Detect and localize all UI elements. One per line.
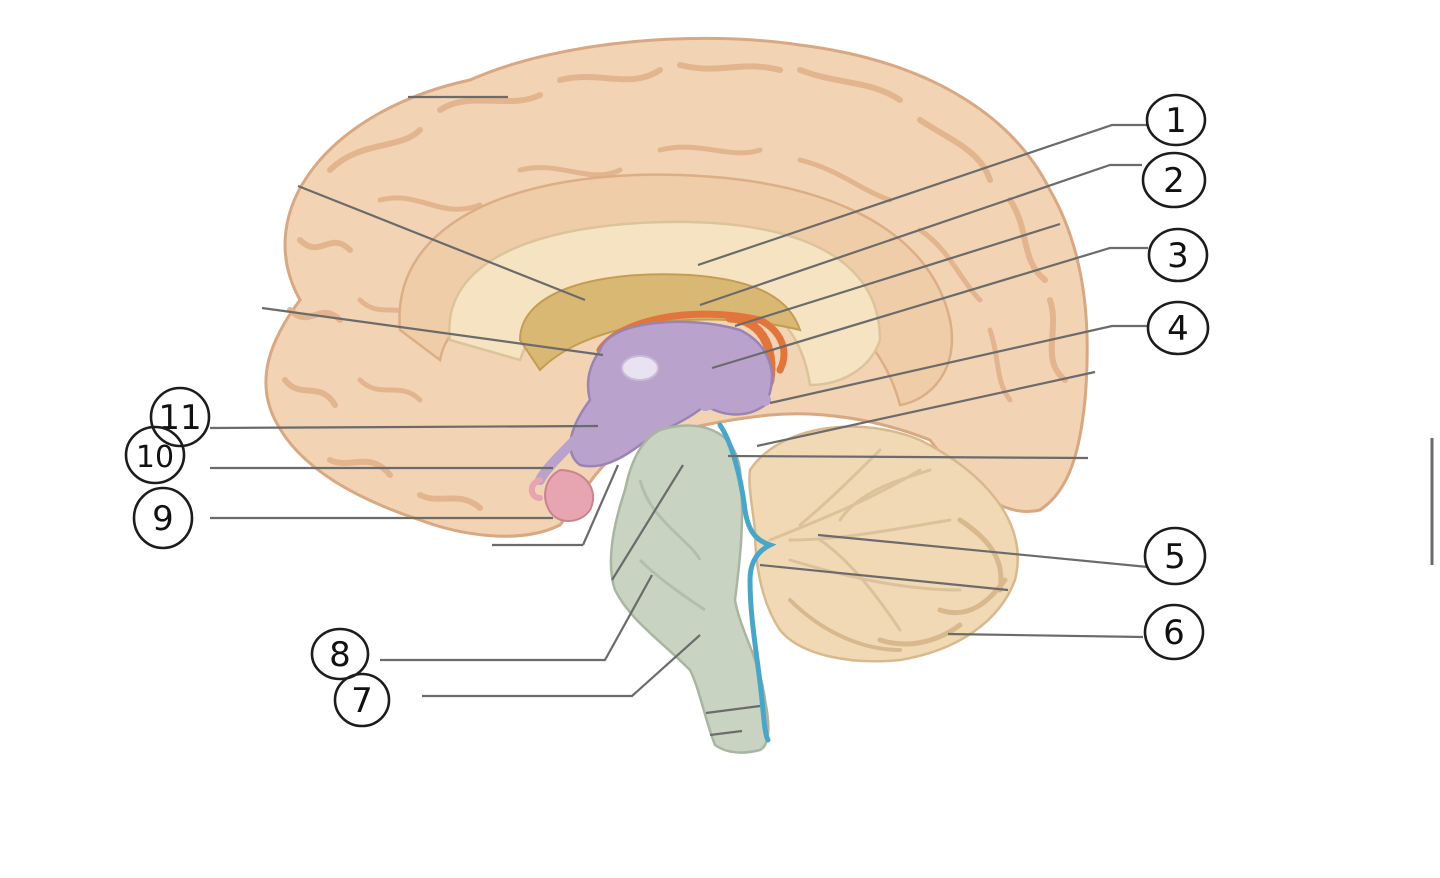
callout-6: 6 xyxy=(1143,603,1205,661)
csf-channel xyxy=(717,422,777,743)
diencephalon xyxy=(535,320,774,485)
callout-2-label: 2 xyxy=(1163,161,1185,201)
leader-lines xyxy=(209,95,1149,737)
callout-4-label: 4 xyxy=(1167,309,1189,349)
callout-11-label: 11 xyxy=(158,398,201,438)
callout-1: 1 xyxy=(1145,93,1207,147)
callout-1-label: 1 xyxy=(1165,101,1187,141)
callout-3: 3 xyxy=(1147,227,1209,283)
callout-6-label: 6 xyxy=(1163,613,1185,653)
pituitary-gland xyxy=(528,468,595,522)
callout-8-label: 8 xyxy=(329,635,351,675)
callout-10-label: 10 xyxy=(136,440,174,475)
callout-4: 4 xyxy=(1146,300,1210,356)
callout-7-label: 7 xyxy=(351,681,373,721)
callout-5-label: 5 xyxy=(1164,537,1186,577)
callout-11: 11 xyxy=(149,386,211,448)
brainstem xyxy=(609,424,770,754)
callout-5: 5 xyxy=(1143,526,1207,586)
callout-9-label: 9 xyxy=(152,499,174,539)
callout-9: 9 xyxy=(132,486,194,550)
callout-8: 8 xyxy=(310,627,370,681)
callout-7: 7 xyxy=(333,672,391,728)
callout-10: 10 xyxy=(124,425,186,485)
callout-2: 2 xyxy=(1141,151,1207,209)
callout-3-label: 3 xyxy=(1167,236,1189,276)
